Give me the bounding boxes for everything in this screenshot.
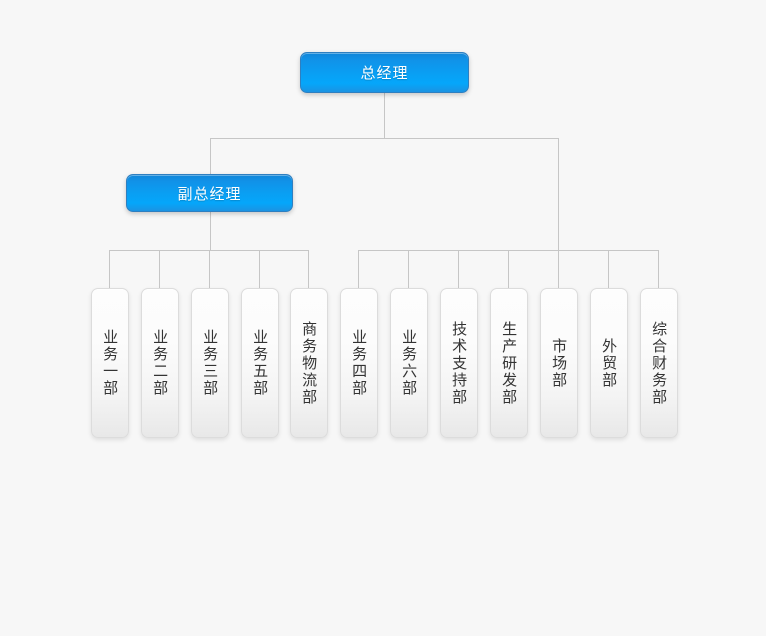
- node-dept-11[interactable]: 外贸部: [590, 288, 628, 438]
- node-dept-8-label: 技术支持部: [450, 320, 469, 406]
- connector-drop-dept-11: [608, 250, 609, 288]
- node-dept-9[interactable]: 生产研发部: [490, 288, 528, 438]
- node-dept-5-label: 商务物流部: [300, 320, 319, 406]
- connector-gm-stem: [384, 93, 385, 138]
- node-dept-10-label: 市场部: [550, 337, 569, 389]
- connector-gm-to-right-group: [558, 138, 559, 250]
- node-deputy-general-manager-label: 副总经理: [177, 184, 242, 203]
- node-dept-12-label: 综合财务部: [650, 320, 669, 406]
- connector-gm-to-dgm: [210, 138, 211, 174]
- connector-drop-dept-5: [308, 250, 309, 288]
- connector-drop-dept-4: [259, 250, 260, 288]
- connector-dgm-stem: [210, 212, 211, 250]
- node-dept-7[interactable]: 业务六部: [390, 288, 428, 438]
- connector-drop-dept-2: [159, 250, 160, 288]
- connector-drop-dept-6: [358, 250, 359, 288]
- connector-drop-dept-1: [109, 250, 110, 288]
- connector-drop-dept-8: [458, 250, 459, 288]
- node-general-manager[interactable]: 总经理: [300, 52, 469, 93]
- connector-drop-dept-12: [658, 250, 659, 288]
- connector-drop-dept-3: [209, 250, 210, 288]
- connector-drop-dept-7: [408, 250, 409, 288]
- node-dept-2[interactable]: 业务二部: [141, 288, 179, 438]
- node-dept-1-label: 业务一部: [101, 329, 120, 397]
- connector-drop-dept-10: [558, 250, 559, 288]
- node-dept-4-label: 业务五部: [251, 329, 270, 397]
- node-dept-9-label: 生产研发部: [500, 320, 519, 406]
- node-dept-3[interactable]: 业务三部: [191, 288, 229, 438]
- node-dept-1[interactable]: 业务一部: [91, 288, 129, 438]
- node-dept-10[interactable]: 市场部: [540, 288, 578, 438]
- node-dept-4[interactable]: 业务五部: [241, 288, 279, 438]
- node-dept-5[interactable]: 商务物流部: [290, 288, 328, 438]
- connector-drop-dept-9: [508, 250, 509, 288]
- node-dept-7-label: 业务六部: [400, 329, 419, 397]
- node-dept-3-label: 业务三部: [201, 329, 220, 397]
- node-dept-2-label: 业务二部: [151, 329, 170, 397]
- node-deputy-general-manager[interactable]: 副总经理: [126, 174, 293, 212]
- connector-gm-bus: [210, 138, 559, 139]
- node-dept-12[interactable]: 综合财务部: [640, 288, 678, 438]
- node-general-manager-label: 总经理: [360, 64, 409, 82]
- node-dept-6-label: 业务四部: [350, 329, 369, 397]
- node-dept-6[interactable]: 业务四部: [340, 288, 378, 438]
- node-dept-8[interactable]: 技术支持部: [440, 288, 478, 438]
- node-dept-11-label: 外贸部: [600, 337, 619, 389]
